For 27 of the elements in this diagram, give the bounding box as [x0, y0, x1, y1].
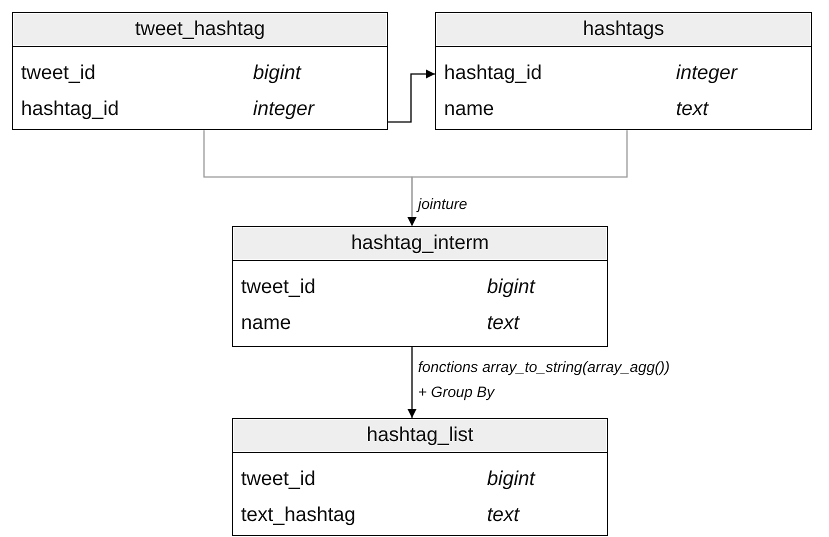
column-type: bigint	[487, 467, 535, 491]
arrow	[388, 69, 435, 123]
column-name: text_hashtag	[241, 503, 356, 527]
table-box	[12, 12, 388, 130]
table-box	[232, 418, 608, 536]
column-name: name	[444, 97, 494, 121]
column-name: name	[241, 311, 292, 335]
column-type: integer	[253, 97, 314, 121]
table-name: tweet_hashtag	[13, 13, 387, 47]
column-type: text	[676, 97, 708, 121]
arrow	[407, 347, 417, 418]
arrow	[407, 130, 628, 226]
column-type: bigint	[253, 61, 301, 85]
table-box	[435, 12, 812, 130]
table-name: hashtags	[436, 13, 811, 47]
column-type: integer	[676, 61, 738, 85]
column-type: text	[487, 503, 520, 527]
column-name: hashtag_id	[444, 61, 542, 85]
table-name: hashtag_list	[233, 419, 607, 453]
table-box	[232, 226, 608, 347]
column-name: hashtag_id	[21, 97, 119, 121]
column-name: tweet_id	[241, 275, 316, 299]
column-name: tweet_id	[21, 61, 96, 85]
column-name: tweet_id	[241, 467, 316, 491]
column-type: bigint	[487, 275, 535, 299]
column-type: text	[487, 311, 520, 335]
table-name: hashtag_interm	[233, 227, 607, 261]
